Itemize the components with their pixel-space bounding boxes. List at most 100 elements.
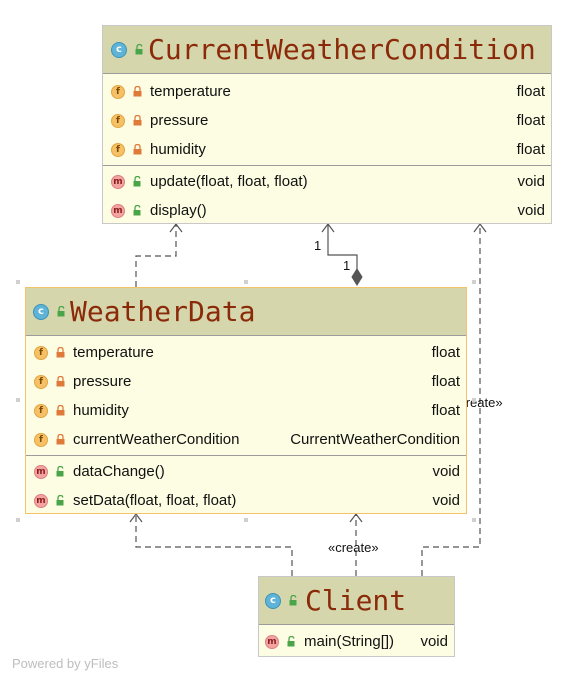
field-row[interactable]: f temperature float — [103, 77, 551, 106]
class-node-client[interactable]: c Client m main(String[]) void — [258, 576, 455, 657]
method-return-type: void — [517, 173, 545, 190]
class-with-main-icon: c — [265, 592, 281, 609]
composition-diamond — [351, 268, 363, 286]
composition-edge — [327, 224, 358, 270]
class-icon: c — [111, 41, 127, 58]
field-name: temperature — [73, 344, 154, 361]
field-type: float — [516, 83, 545, 100]
class-node-current-weather-condition[interactable]: c CurrentWeatherCondition f temperature … — [102, 25, 552, 224]
selection-handle[interactable] — [472, 280, 476, 284]
method-name: update(float, float, float) — [150, 173, 308, 190]
class-title: WeatherData — [70, 295, 256, 328]
method-return-type: void — [432, 463, 460, 480]
field-icon: f — [34, 432, 48, 447]
arrowhead-create-weatherdata — [349, 513, 363, 523]
field-row[interactable]: f pressure float — [26, 367, 466, 396]
selection-handle[interactable] — [244, 280, 248, 284]
watermark: Powered by yFiles — [12, 656, 119, 671]
field-type: CurrentWeatherCondition — [290, 431, 460, 448]
create-edge-client-to-current — [421, 224, 481, 576]
field-type: float — [431, 344, 460, 361]
field-type: float — [516, 141, 545, 158]
unlock-icon — [289, 595, 298, 606]
field-name: temperature — [150, 83, 231, 100]
field-name: humidity — [73, 402, 129, 419]
field-row[interactable]: f humidity float — [103, 135, 551, 164]
method-name: setData(float, float, float) — [73, 492, 237, 509]
selection-handle[interactable] — [244, 518, 248, 522]
field-row[interactable]: f currentWeatherCondition CurrentWeather… — [26, 425, 466, 454]
unlock-icon — [133, 205, 142, 216]
method-name: dataChange() — [73, 463, 165, 480]
method-return-type: void — [517, 202, 545, 219]
lock-icon — [56, 376, 65, 387]
unlock-icon — [56, 466, 65, 477]
unlock-icon — [133, 176, 142, 187]
class-node-weather-data[interactable]: c WeatherData f temperature float f pres… — [25, 287, 467, 514]
field-icon: f — [111, 84, 125, 99]
unlock-icon — [56, 495, 65, 506]
unlock-icon — [57, 306, 66, 317]
method-icon: m — [34, 493, 48, 508]
selection-handle[interactable] — [472, 398, 476, 402]
arrowhead-dependency-weatherdata — [129, 513, 143, 523]
method-return-type: void — [432, 492, 460, 509]
unlock-icon — [287, 636, 296, 647]
field-type: float — [431, 402, 460, 419]
compartment-divider — [103, 165, 551, 166]
selection-handle[interactable] — [16, 280, 20, 284]
arrowhead-dependency-current — [169, 223, 183, 233]
class-header: c CurrentWeatherCondition — [103, 26, 551, 74]
method-return-type: void — [420, 633, 448, 650]
arrowhead-composition-current — [321, 223, 335, 233]
field-icon: f — [111, 142, 125, 157]
selection-handle[interactable] — [16, 398, 20, 402]
multiplicity-label-bottom: 1 — [343, 258, 351, 273]
lock-icon — [56, 347, 65, 358]
field-row[interactable]: f humidity float — [26, 396, 466, 425]
class-header: c Client — [259, 577, 454, 625]
method-icon: m — [34, 464, 48, 479]
class-header: c WeatherData — [26, 288, 466, 336]
dependency-edge-client-to-weatherdata — [135, 514, 293, 576]
method-row[interactable]: m setData(float, float, float) void — [26, 486, 466, 515]
method-icon: m — [265, 634, 279, 649]
method-name: display() — [150, 202, 207, 219]
method-row[interactable]: m main(String[]) void — [259, 627, 454, 656]
method-row[interactable]: m display() void — [103, 196, 551, 225]
lock-icon — [56, 405, 65, 416]
lock-icon — [133, 115, 142, 126]
dependency-edge-weatherdata-to-current — [135, 224, 177, 287]
method-row[interactable]: m update(float, float, float) void — [103, 167, 551, 196]
compartment-divider — [26, 455, 466, 456]
field-name: pressure — [150, 112, 209, 129]
field-icon: f — [111, 113, 125, 128]
field-row[interactable]: f temperature float — [26, 338, 466, 367]
method-name: main(String[]) — [304, 633, 395, 650]
lock-icon — [133, 86, 142, 97]
field-name: pressure — [73, 373, 132, 390]
field-icon: f — [34, 374, 48, 389]
multiplicity-label-top: 1 — [314, 238, 322, 253]
lock-icon — [56, 434, 65, 445]
class-icon: c — [33, 303, 49, 320]
method-row[interactable]: m dataChange() void — [26, 457, 466, 486]
method-icon: m — [111, 203, 125, 218]
field-type: float — [516, 112, 545, 129]
unlock-icon — [135, 44, 144, 55]
lock-icon — [133, 144, 142, 155]
class-title: Client — [305, 584, 407, 617]
field-name: currentWeatherCondition — [73, 431, 240, 448]
field-icon: f — [34, 345, 48, 360]
class-title: CurrentWeatherCondition — [148, 33, 536, 66]
field-name: humidity — [150, 141, 206, 158]
selection-handle[interactable] — [16, 518, 20, 522]
field-row[interactable]: f pressure float — [103, 106, 551, 135]
field-type: float — [431, 373, 460, 390]
arrowhead-create-current — [473, 223, 487, 233]
selection-handle[interactable] — [472, 518, 476, 522]
method-icon: m — [111, 174, 125, 189]
create-label-bottom: «create» — [328, 540, 379, 555]
field-icon: f — [34, 403, 48, 418]
